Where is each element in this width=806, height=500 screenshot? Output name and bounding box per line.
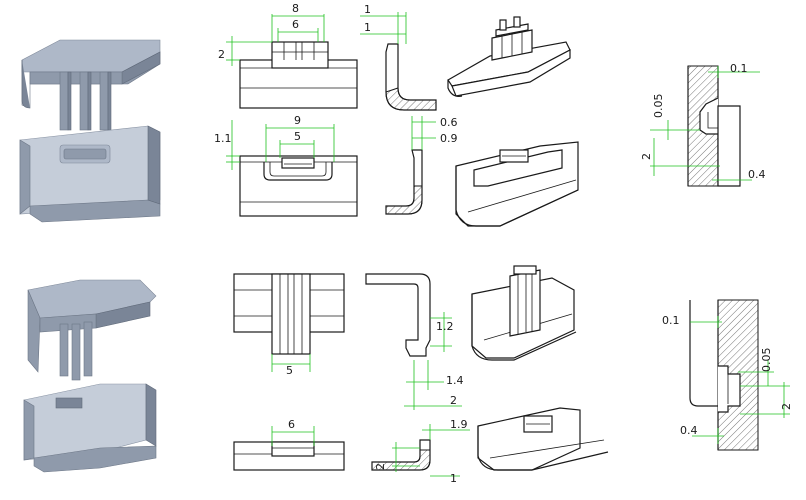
side-view-row3	[365, 273, 462, 410]
dim-detail-top-vert: 0.05	[652, 94, 665, 119]
dim-r2-height: 1.1	[214, 132, 232, 145]
dim-r3-side-2: 1.4	[446, 374, 464, 387]
dim-r3-side-1: 1.2	[436, 320, 454, 333]
iso-render-clip-lower	[19, 125, 161, 223]
side-view-row2	[385, 116, 436, 215]
dim-r1-width-inner: 6	[292, 18, 299, 31]
front-view-row2	[226, 120, 358, 217]
front-view-row3	[233, 273, 345, 372]
dim-r4-side-bottom: 1	[450, 472, 457, 485]
iso-line-row3	[471, 265, 577, 361]
dim-r1-side-a: 1	[364, 3, 371, 16]
iso-render-hook-lower	[23, 383, 157, 473]
iso-render-hook-upper	[27, 279, 157, 381]
detail-section-bottom	[689, 299, 790, 451]
dim-r3-width: 5	[286, 364, 293, 377]
iso-line-row2	[455, 141, 579, 227]
dim-r2-width-inner: 5	[294, 130, 301, 143]
iso-render-clip-upper	[21, 39, 161, 131]
dim-detail-bot-height: 2	[780, 403, 793, 410]
dim-r1-side-b: 1	[364, 21, 371, 34]
dim-detail-top-bottom: 0.4	[748, 168, 766, 181]
dim-r3-side-3: 2	[450, 394, 457, 407]
side-view-row1	[360, 12, 437, 111]
dim-r1-height: 2	[218, 48, 225, 61]
dim-detail-top-gap: 0.1	[730, 62, 748, 75]
dim-r4-side-height: 2	[374, 463, 387, 470]
dim-r4-side-top: 1.9	[450, 418, 468, 431]
side-view-row4	[371, 424, 470, 477]
dim-detail-top-height: 2	[640, 153, 653, 160]
dim-r1-width-top: 8	[292, 2, 299, 15]
iso-line-row1	[447, 16, 571, 97]
dim-detail-bot-gap: 0.1	[662, 314, 680, 327]
dim-r2-width-top: 9	[294, 114, 301, 127]
dim-r2-side-b: 0.9	[440, 132, 458, 145]
dim-detail-bot-bottom: 0.4	[680, 424, 698, 437]
dim-r2-side-a: 0.6	[440, 116, 458, 129]
front-view-row4	[233, 426, 345, 471]
dim-detail-bot-vert: 0.05	[760, 348, 773, 373]
dim-r4-width: 6	[288, 418, 295, 431]
detail-section-top	[650, 65, 760, 187]
front-view-row1	[226, 14, 358, 109]
iso-line-row4	[477, 407, 609, 471]
